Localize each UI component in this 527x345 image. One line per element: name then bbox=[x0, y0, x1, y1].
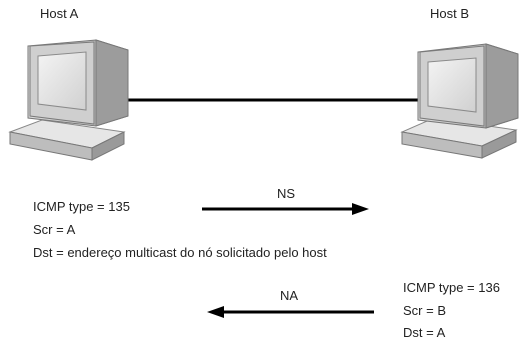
host-a-computer-icon bbox=[8, 39, 129, 161]
ns-source: Scr = A bbox=[33, 222, 76, 237]
ns-icmp-type: ICMP type = 135 bbox=[33, 199, 130, 214]
host-b-label: Host B bbox=[430, 6, 470, 21]
ns-arrow-label: NS bbox=[277, 186, 296, 201]
ns-destination: Dst = endereço multicast do nó solicitad… bbox=[33, 245, 327, 260]
host-b-computer-icon bbox=[400, 43, 519, 159]
host-a-label: Host A bbox=[40, 6, 79, 21]
na-icmp-type: ICMP type = 136 bbox=[403, 280, 500, 295]
ns-arrow bbox=[202, 203, 369, 215]
na-destination: Dst = A bbox=[403, 325, 446, 340]
na-source: Scr = B bbox=[403, 303, 446, 318]
na-arrow-label: NA bbox=[280, 288, 299, 303]
na-arrow bbox=[207, 306, 374, 318]
